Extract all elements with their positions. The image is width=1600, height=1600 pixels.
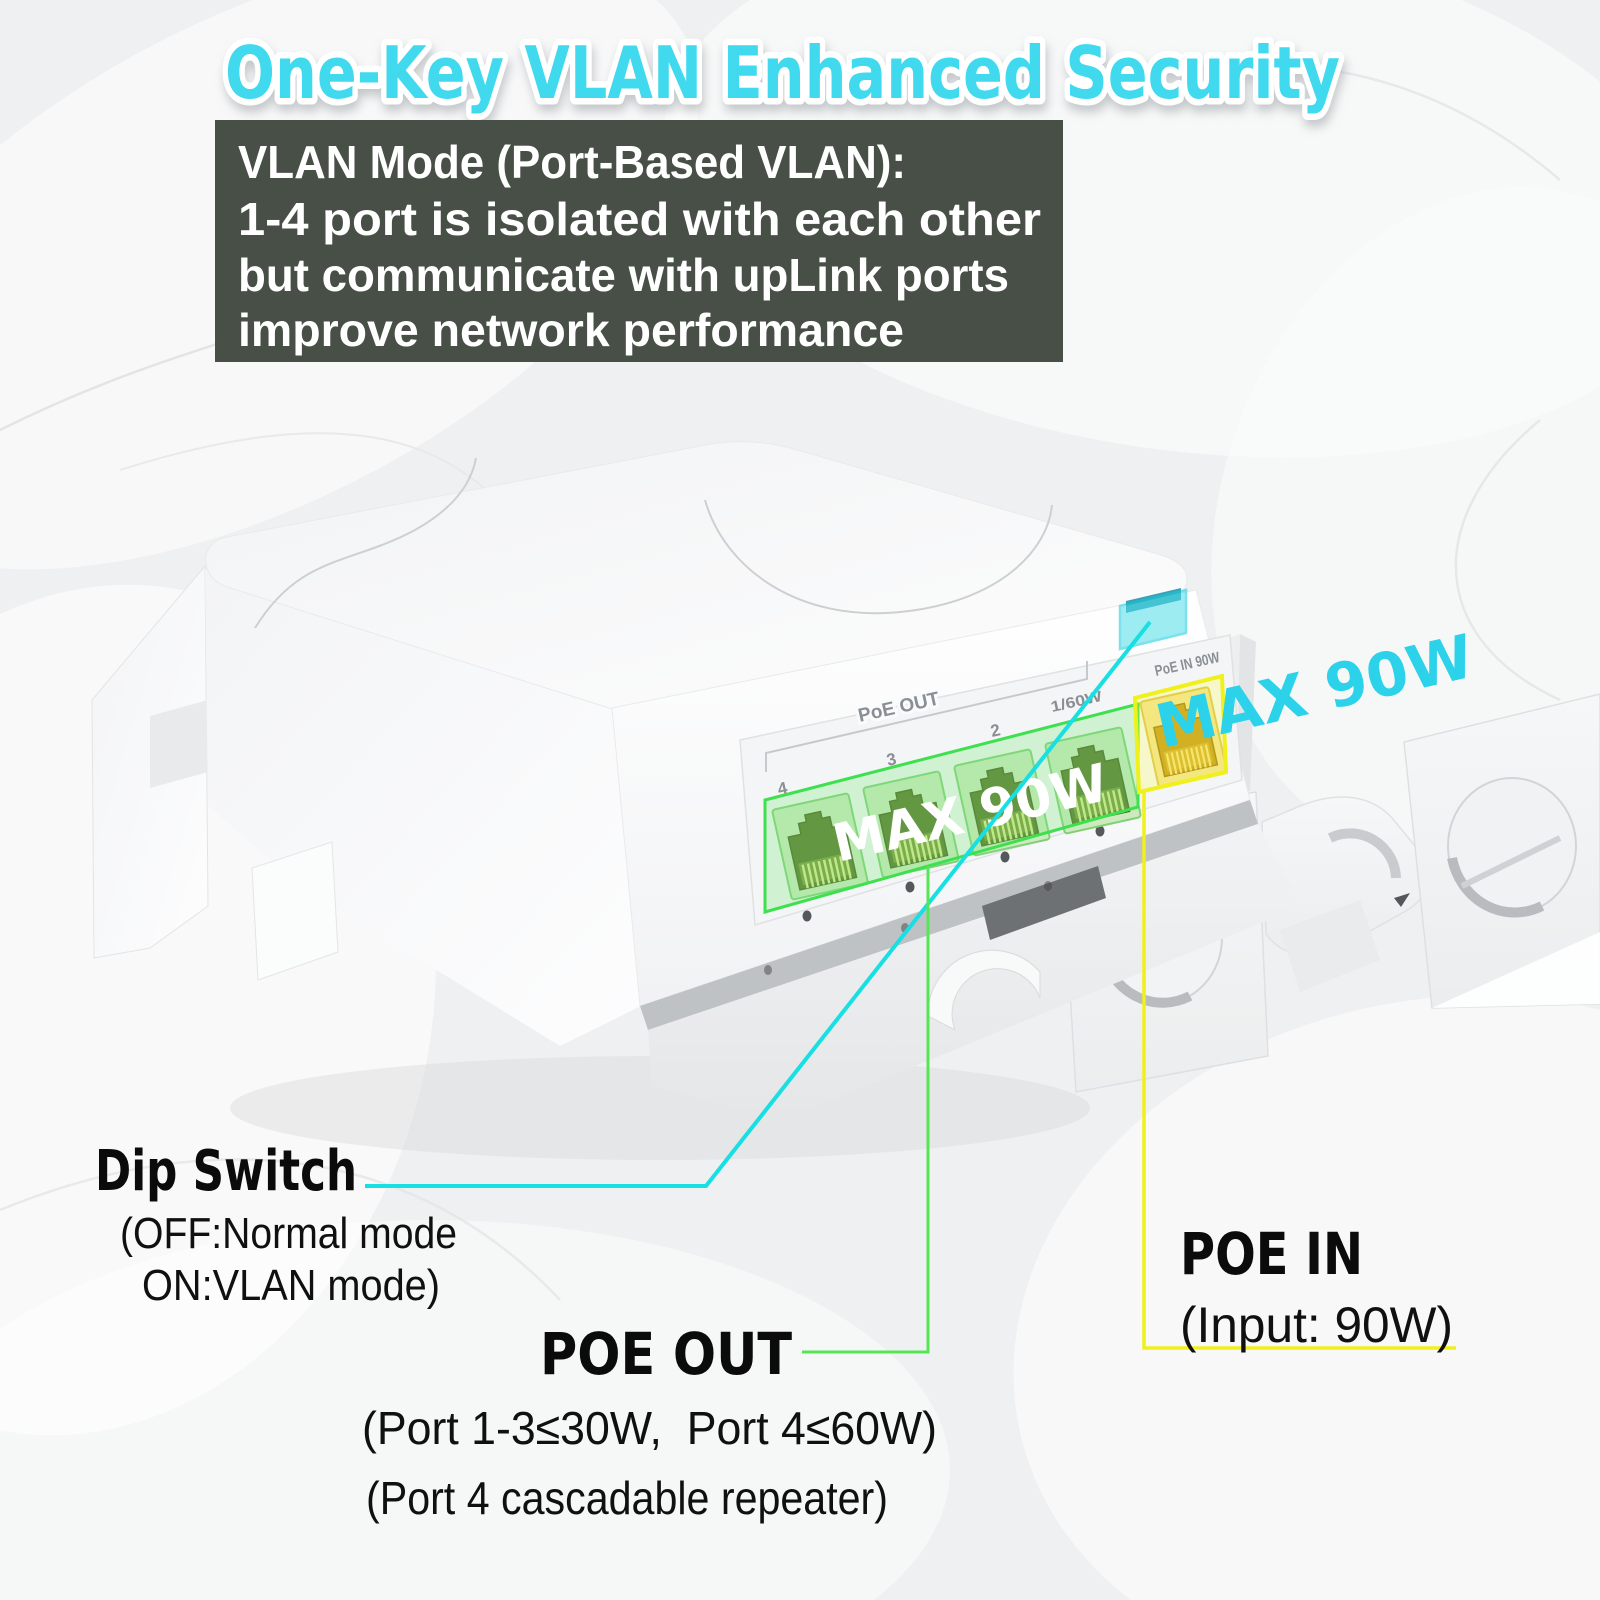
dip-switch-callout-line xyxy=(365,620,1152,1188)
rj45-pins xyxy=(801,854,852,889)
poe-in-title: POE IN xyxy=(1180,1220,1363,1288)
rj45-port-1 xyxy=(1044,726,1142,835)
callout-lines xyxy=(365,620,1456,1354)
poe-in-highlight-border xyxy=(1132,673,1229,795)
poe-in-callout: POE IN (Input: 90W) xyxy=(1180,1220,1453,1353)
poe-out-bracket-line xyxy=(765,661,1088,772)
rj45-pins xyxy=(983,810,1034,845)
screw-holes xyxy=(764,825,1105,975)
rj45-port-poe-in xyxy=(1139,686,1228,789)
dip-switch-callout: Dip Switch (OFF:Normal mode ON:VLAN mode… xyxy=(95,1139,457,1310)
page-title: One-Key VLAN Enhanced Security xyxy=(225,31,1340,115)
info-box-line-4: improve network performance xyxy=(238,304,904,356)
bracket-plate-right xyxy=(1403,693,1600,1009)
device-left-notch xyxy=(150,700,208,788)
base-slot xyxy=(982,866,1106,940)
poe-out-highlight-border xyxy=(763,702,1140,914)
device-right-cap-edge xyxy=(1236,634,1256,800)
base-arch xyxy=(927,949,1041,1032)
top-cover-seam xyxy=(704,499,1053,615)
dip-switch-detail-2: ON:VLAN mode) xyxy=(142,1261,440,1310)
port-number-2: 2 xyxy=(989,720,1002,741)
poe-out-title: POE OUT xyxy=(540,1320,792,1388)
dip-switch-highlight xyxy=(1118,588,1188,651)
poe-in-callout-line xyxy=(1142,790,1456,1350)
rj45-pins xyxy=(1165,744,1212,776)
info-box-line-2: 1-4 port is isolated with each other xyxy=(238,193,1041,245)
poe-in-highlight-fill xyxy=(1135,676,1226,792)
poe-switch-device: PoE OUT 4 3 2 1/60W PoE IN 90W xyxy=(91,441,1480,1122)
poe-out-detail-1: (Port 1-3≤30W, Port 4≤60W) xyxy=(362,1402,937,1454)
rj45-port-3 xyxy=(862,770,960,879)
dip-switch-title: Dip Switch xyxy=(95,1139,357,1204)
poe-out-callout: POE OUT (Port 1-3≤30W, Port 4≤60W) (Port… xyxy=(362,1320,937,1524)
rj45-pins xyxy=(892,832,943,867)
rj45-port-4 xyxy=(771,792,869,901)
top-cover-seam xyxy=(254,457,477,629)
device-front-left-face xyxy=(205,570,641,1046)
info-box-line-1: VLAN Mode (Port-Based VLAN): xyxy=(238,136,906,188)
poe-in-detail-1: (Input: 90W) xyxy=(1180,1297,1453,1353)
poe-out-callout-line xyxy=(802,866,930,1354)
vlan-info-box: VLAN Mode (Port-Based VLAN): 1-4 port is… xyxy=(215,120,1063,362)
dip-switch-detail-1: (OFF:Normal mode xyxy=(120,1209,457,1258)
info-box-line-3: but communicate with upLink ports xyxy=(238,249,1009,301)
device-bottom-edge xyxy=(640,800,1258,1030)
port-number-3: 3 xyxy=(885,749,898,770)
info-box-background xyxy=(215,120,1063,362)
poe-out-detail-2: (Port 4 cascadable repeater) xyxy=(366,1472,888,1524)
device-bottom-tab xyxy=(251,841,339,981)
rj45-pins xyxy=(1074,788,1125,823)
bracket-clamp-arm xyxy=(1261,796,1430,992)
